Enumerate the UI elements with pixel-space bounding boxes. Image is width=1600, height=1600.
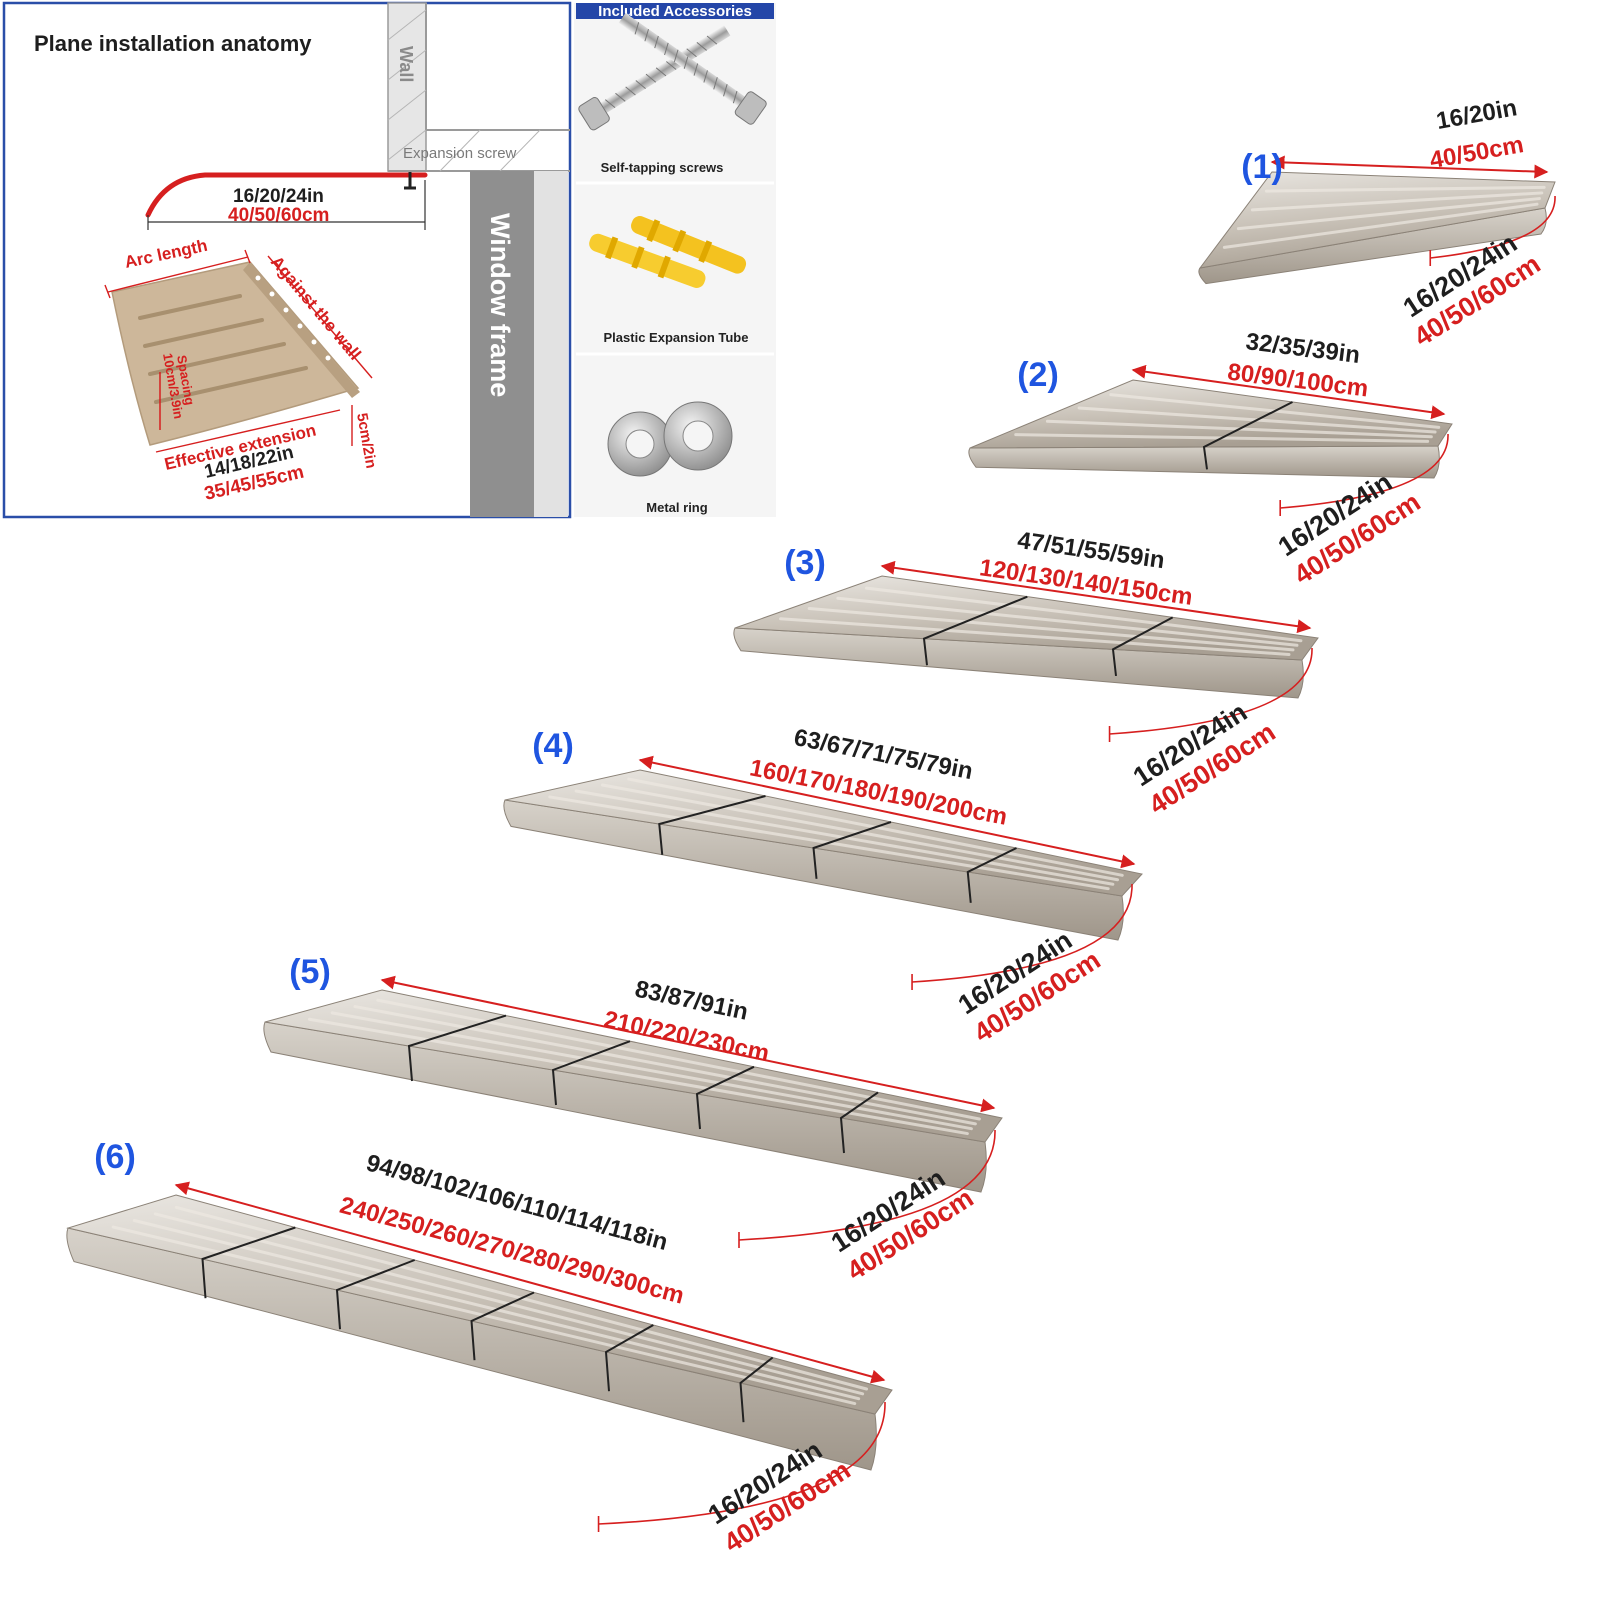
awning-profile bbox=[145, 172, 428, 230]
anatomy-depth-cm: 40/50/60cm bbox=[228, 205, 329, 226]
awning-rib bbox=[1222, 202, 1539, 249]
width-dimension-arrow bbox=[174, 1181, 886, 1384]
depth-dimension-arc bbox=[1430, 195, 1556, 259]
variant-number: (6) bbox=[94, 1138, 136, 1176]
washer-icon bbox=[607, 401, 733, 477]
awning-variant-4: (4)63/67/71/75/79in160/170/180/190/200cm… bbox=[503, 724, 1143, 1048]
width-dimension-arrow bbox=[880, 560, 1312, 634]
depth-dimension-arc bbox=[1109, 647, 1313, 735]
window-frame-label: Window frame bbox=[485, 213, 515, 397]
awning-front-lip bbox=[968, 445, 1440, 479]
expansion-screw-label: Expansion screw bbox=[403, 145, 517, 162]
width-dimension-arrow bbox=[638, 755, 1136, 869]
awning-front-lip bbox=[1198, 207, 1547, 285]
awning-rib bbox=[1236, 197, 1541, 231]
expansion-tube-icon bbox=[589, 216, 747, 288]
variant-number: (3) bbox=[784, 544, 826, 582]
depth-dimension-arc bbox=[1280, 433, 1449, 509]
screw-icon bbox=[578, 13, 767, 131]
awning-rib bbox=[1250, 191, 1544, 212]
variant-width-cm: 40/50cm bbox=[1428, 131, 1526, 174]
variant-number: (2) bbox=[1017, 356, 1059, 394]
width-dimension-arrow bbox=[1270, 155, 1549, 179]
awning-variant-5: (5)83/87/91in210/220/230cm16/20/24in40/5… bbox=[263, 953, 1003, 1286]
awning-rib bbox=[1264, 185, 1546, 193]
anatomy-panel: Plane installation anatomy Wall Expansio… bbox=[2, 1, 572, 519]
accessory-label-screws: Self-tapping screws bbox=[601, 160, 724, 175]
wall-label: Wall bbox=[396, 46, 416, 82]
accessory-label-ring: Metal ring bbox=[646, 500, 707, 515]
awning-rib bbox=[779, 617, 1291, 656]
awning-front-lip bbox=[66, 1227, 877, 1471]
accessories-title: Included Accessories bbox=[598, 3, 752, 20]
variant-number: (4) bbox=[532, 727, 574, 765]
variant-number: (5) bbox=[289, 953, 331, 991]
awning-sketch bbox=[104, 249, 373, 453]
anatomy-depth-in: 16/20/24in bbox=[233, 186, 324, 207]
width-dimension-arrow bbox=[1131, 364, 1446, 420]
awning-variant-6: (6)94/98/102/106/110/114/118in240/250/26… bbox=[66, 1138, 893, 1558]
accessory-label-tube: Plastic Expansion Tube bbox=[604, 330, 749, 345]
anatomy-title: Plane installation anatomy bbox=[34, 31, 312, 56]
accessories-panel: Included Accessories bbox=[574, 3, 776, 517]
window-frame-graphic: Window frame bbox=[470, 171, 568, 517]
width-dimension-arrow bbox=[380, 975, 996, 1113]
depth-dimension-arc bbox=[598, 1401, 886, 1525]
variant-width-in: 16/20in bbox=[1434, 94, 1519, 135]
awning-front-lip bbox=[733, 627, 1304, 699]
variant-number: (1) bbox=[1241, 148, 1283, 186]
